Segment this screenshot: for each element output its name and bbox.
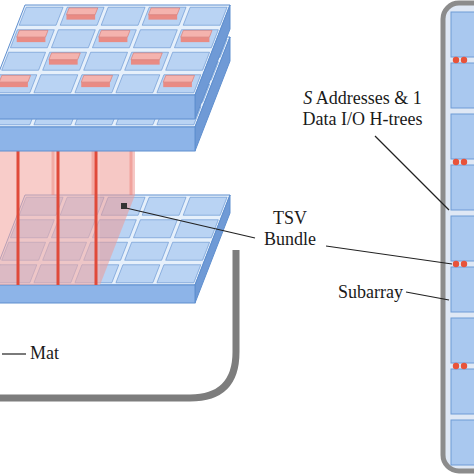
part-label: Subarray [338,282,403,303]
mat-tile [34,75,78,93]
mat-tile [166,242,210,260]
mat-tile [174,30,218,48]
bar-side [66,15,95,20]
bar-top [17,30,48,37]
bar-side [99,37,128,42]
subarray-cell [451,216,474,261]
mat-tile [101,7,145,25]
leader-line [126,208,255,238]
bar-side [181,37,210,42]
subarray-cell [451,114,474,159]
tsv-dot [461,363,467,369]
leader-line [375,136,449,210]
bar-top [99,30,130,37]
mat-tile [51,30,95,48]
tsv-dot [461,57,467,63]
leader-line [326,246,452,264]
die-front [0,95,195,119]
mat-tile [2,52,46,70]
bar-top [81,75,112,82]
die-layer [0,5,230,119]
tsv-dot [461,159,467,165]
bar-top [0,75,31,82]
tsv-dot [453,159,459,165]
mat-tile [157,75,201,93]
mat-tile [84,52,128,70]
die-front [0,285,195,303]
bar-side [131,60,160,65]
tsv-dot [461,261,467,267]
bar-top [163,75,194,82]
tsv-wire [57,151,60,285]
bar-side [0,82,28,87]
mat-tile [60,7,104,25]
mat-tile [166,52,210,70]
leader-line [2,353,26,354]
mat-tile [133,30,177,48]
die-stack [0,5,230,303]
leader-lines [2,136,452,354]
tsv-dot [453,261,459,267]
part-label: Mat [30,343,59,364]
panel-outline [443,3,474,471]
side-panel [443,3,474,471]
die-side [195,195,230,303]
part-label: S Addresses & 1 Data I/O H-trees [300,88,425,130]
tsv-wire [95,151,98,285]
bar-side [163,82,192,87]
mat-tile [183,197,227,215]
mat-tile [125,242,169,260]
mat-tile [183,7,227,25]
mat-tile [10,30,54,48]
subarray-cell [451,420,474,465]
mat-tile [133,220,177,238]
die-side [195,5,230,119]
bar-top [131,53,162,60]
bar-top [181,30,212,37]
subarray-cell [451,12,474,57]
tsv-dot [453,57,459,63]
tsv-wire [17,151,20,285]
subarray-cell [451,267,474,312]
leader-line [406,292,449,300]
part-label: TSV Bundle [259,208,321,250]
bar-side [49,60,78,65]
bar-side [81,82,110,87]
subarray-cell [451,165,474,210]
subarray-cell [451,369,474,414]
die-front [0,127,195,151]
bar-top [66,8,97,15]
die-top [0,5,230,95]
mat-tile [142,7,186,25]
mat-tile [92,30,136,48]
mat-tile [116,265,160,283]
leader-dot [121,203,127,209]
tsv-front [0,151,100,285]
mat-tile [174,220,218,238]
subarray-cell [451,63,474,108]
mat-tile [125,52,169,70]
mat-tile [157,265,201,283]
subarray-cell [451,318,474,363]
mat-tile [43,52,87,70]
mat-tile [19,7,63,25]
mat-tile [116,75,160,93]
bar-side [17,37,46,42]
tsv-dot [453,363,459,369]
mat-tile [75,75,119,93]
mat-tile [0,75,37,93]
bar-side [148,15,177,20]
mat-tile [142,197,186,215]
bar-top [148,8,179,15]
bar-top [49,53,80,60]
